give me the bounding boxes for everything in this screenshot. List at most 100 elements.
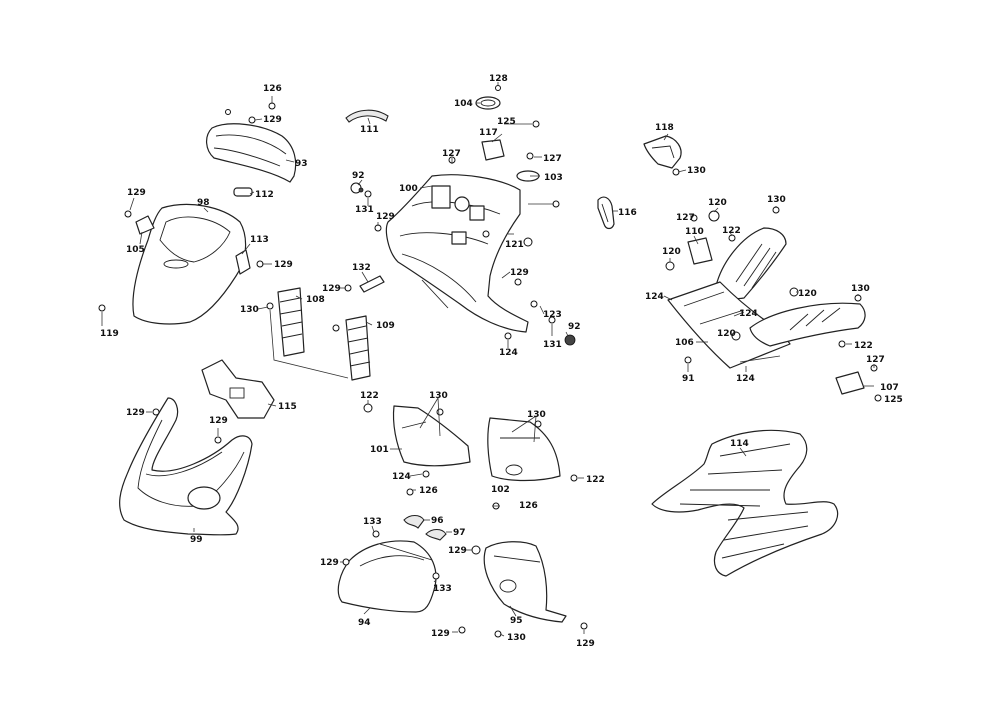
part-96-clip bbox=[403, 514, 425, 529]
callout-122: 122 bbox=[722, 226, 741, 236]
callout-127: 127 bbox=[866, 355, 885, 365]
callout-110: 110 bbox=[685, 227, 704, 237]
callout-129: 129 bbox=[376, 212, 395, 222]
callout-126: 126 bbox=[419, 486, 438, 496]
part-99-front-lower-frame bbox=[119, 397, 253, 536]
callout-120: 120 bbox=[798, 289, 817, 299]
callout-130: 130 bbox=[240, 305, 259, 315]
part-132-tube bbox=[359, 275, 385, 293]
callout-92: 92 bbox=[568, 322, 581, 332]
callout-129: 129 bbox=[322, 284, 341, 294]
callout-107: 107 bbox=[880, 383, 899, 393]
callout-124: 124 bbox=[392, 472, 411, 482]
callout-100: 100 bbox=[399, 184, 418, 194]
part-110-sleeve bbox=[687, 237, 713, 265]
part-111-trim-arc bbox=[345, 109, 389, 123]
callout-99: 99 bbox=[190, 535, 203, 545]
callout-127: 127 bbox=[543, 154, 562, 164]
callout-125: 125 bbox=[497, 117, 516, 127]
callout-132: 132 bbox=[352, 263, 371, 273]
callout-115: 115 bbox=[278, 402, 297, 412]
callout-131: 131 bbox=[355, 205, 374, 215]
part-108-vent-frame bbox=[277, 287, 305, 357]
callout-129: 129 bbox=[320, 558, 339, 568]
callout-93: 93 bbox=[295, 159, 308, 169]
callout-121: 121 bbox=[505, 240, 524, 250]
callout-120: 120 bbox=[708, 198, 727, 208]
callout-129: 129 bbox=[431, 629, 450, 639]
callout-123: 123 bbox=[543, 310, 562, 320]
callout-124: 124 bbox=[736, 374, 755, 384]
callout-105: 105 bbox=[126, 245, 145, 255]
part-107-small-cover bbox=[835, 371, 865, 395]
callout-113: 113 bbox=[250, 235, 269, 245]
callout-130: 130 bbox=[527, 410, 546, 420]
part-98-front-shield bbox=[132, 203, 247, 325]
callout-104: 104 bbox=[454, 99, 473, 109]
callout-129: 129 bbox=[274, 260, 293, 270]
part-97-clip bbox=[425, 528, 447, 541]
callout-109: 109 bbox=[376, 321, 395, 331]
callout-122: 122 bbox=[586, 475, 605, 485]
part-94-lower-cover-left bbox=[337, 540, 437, 613]
callout-129: 129 bbox=[209, 416, 228, 426]
callout-103: 103 bbox=[544, 173, 563, 183]
callout-112: 112 bbox=[255, 190, 274, 200]
callout-94: 94 bbox=[358, 618, 371, 628]
callout-114: 114 bbox=[730, 439, 749, 449]
callout-129: 129 bbox=[126, 408, 145, 418]
part-114-floor-mat bbox=[651, 429, 839, 577]
part-113-bracket bbox=[235, 249, 251, 275]
callout-124: 124 bbox=[499, 348, 518, 358]
part-109-vent-frame bbox=[345, 315, 371, 381]
callout-129: 129 bbox=[263, 115, 282, 125]
callout-labels: 126 129 93 111 128 104 125 117 127 127 1… bbox=[100, 74, 903, 649]
callout-130: 130 bbox=[507, 633, 526, 643]
callout-92: 92 bbox=[352, 171, 365, 181]
callout-129: 129 bbox=[576, 639, 595, 649]
part-101-inner-cover-left bbox=[392, 405, 471, 467]
callout-133: 133 bbox=[433, 584, 452, 594]
part-115-foam-block bbox=[201, 359, 275, 419]
callout-125: 125 bbox=[884, 395, 903, 405]
callout-130: 130 bbox=[767, 195, 786, 205]
part-rear-cover-lower bbox=[749, 302, 866, 347]
callout-127: 127 bbox=[442, 149, 461, 159]
callout-119: 119 bbox=[100, 329, 119, 339]
callout-117: 117 bbox=[479, 128, 498, 138]
callout-96: 96 bbox=[431, 516, 444, 526]
callout-130: 130 bbox=[429, 391, 448, 401]
callout-91: 91 bbox=[682, 374, 695, 384]
callout-126: 126 bbox=[519, 501, 538, 511]
callout-97: 97 bbox=[453, 528, 466, 538]
part-106-floor-frame bbox=[667, 281, 791, 369]
callout-102: 102 bbox=[491, 485, 510, 495]
callout-101: 101 bbox=[370, 445, 389, 455]
part-95-lower-cover-right bbox=[483, 541, 567, 623]
callout-124: 124 bbox=[739, 309, 758, 319]
part-112-grille bbox=[233, 187, 253, 197]
callout-129: 129 bbox=[127, 188, 146, 198]
leader-lines bbox=[101, 82, 875, 637]
part-116-loop-bracket bbox=[597, 196, 615, 230]
callout-95: 95 bbox=[510, 616, 523, 626]
callout-133: 133 bbox=[363, 517, 382, 527]
callout-126: 126 bbox=[263, 84, 282, 94]
part-100-inner-shield bbox=[385, 174, 529, 333]
callout-122: 122 bbox=[854, 341, 873, 351]
callout-124: 124 bbox=[645, 292, 664, 302]
callout-129: 129 bbox=[448, 546, 467, 556]
callout-131: 131 bbox=[543, 340, 562, 350]
part-93-upper-cover bbox=[206, 123, 297, 183]
callout-120: 120 bbox=[717, 329, 736, 339]
part-105-bracket bbox=[135, 215, 155, 235]
callout-120: 120 bbox=[662, 247, 681, 257]
callout-116: 116 bbox=[618, 208, 637, 218]
callout-130: 130 bbox=[851, 284, 870, 294]
part-102-inner-cover-right bbox=[487, 417, 561, 482]
callout-108: 108 bbox=[306, 295, 325, 305]
callout-111: 111 bbox=[360, 125, 379, 135]
part-118-bracket bbox=[643, 135, 682, 169]
callout-98: 98 bbox=[197, 198, 210, 208]
